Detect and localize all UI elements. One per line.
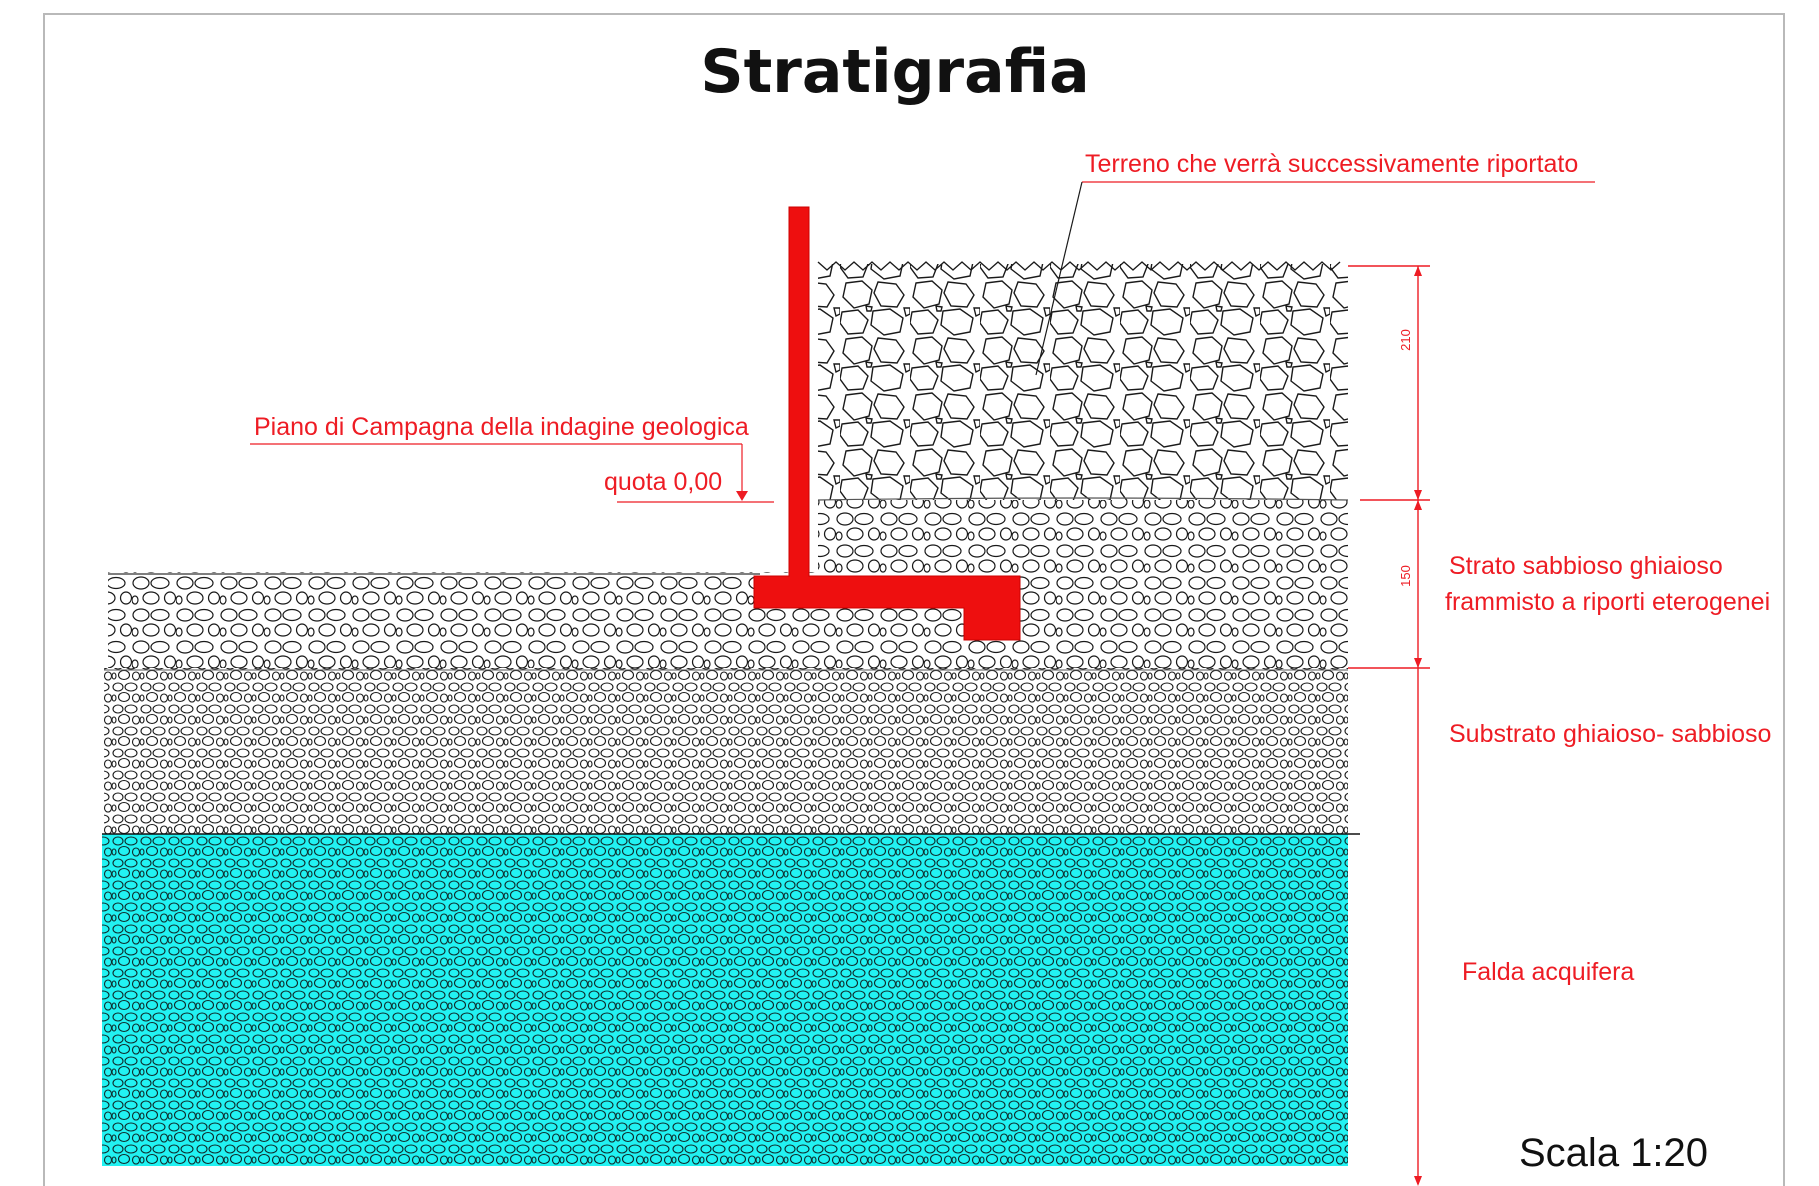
layer-gravel-sand-substrate <box>104 668 1348 834</box>
retaining-wall <box>753 206 1021 641</box>
leader-pointer-terreno <box>1035 181 1083 376</box>
layer-aquifer <box>102 834 1348 1166</box>
level-marker-icon <box>736 491 748 501</box>
dimension-label-150: 150 <box>1398 565 1413 587</box>
dimension-arrow-down-icon <box>1414 1176 1422 1186</box>
scale-label: Scala 1:20 <box>1519 1131 1708 1175</box>
label-terreno: Terreno che verrà successivamente riport… <box>1085 150 1578 178</box>
dimension-arrow-up-icon <box>1414 266 1422 276</box>
layer-sandy-gravel-upper <box>818 500 1348 572</box>
backfill-top-edge <box>817 261 1341 271</box>
label-strato-line2: frammisto a riporti eterogenei <box>1445 588 1770 616</box>
dimension-lines <box>1348 265 1430 1184</box>
boundary-line-backfill <box>817 497 1349 501</box>
label-piano-di-campagna: Piano di Campagna della indagine geologi… <box>254 413 749 441</box>
dimension-arrow-down-icon <box>1414 658 1422 668</box>
label-strato-line1: Strato sabbioso ghiaioso <box>1449 552 1723 580</box>
dimension-arrow-down-icon <box>1414 490 1422 500</box>
layer-backfill-soil <box>818 264 1348 500</box>
dimension-arrow-up-icon <box>1414 500 1422 510</box>
label-substrato: Substrato ghiaioso- sabbioso <box>1449 720 1771 748</box>
label-falda: Falda acquifera <box>1462 958 1634 986</box>
label-quota: quota 0,00 <box>604 468 722 496</box>
layer-sandy-gravel <box>108 572 1348 668</box>
page-title: Stratigrafia <box>700 37 1089 107</box>
dimension-label-210: 210 <box>1398 329 1413 351</box>
drawing-frame <box>43 13 1785 1186</box>
